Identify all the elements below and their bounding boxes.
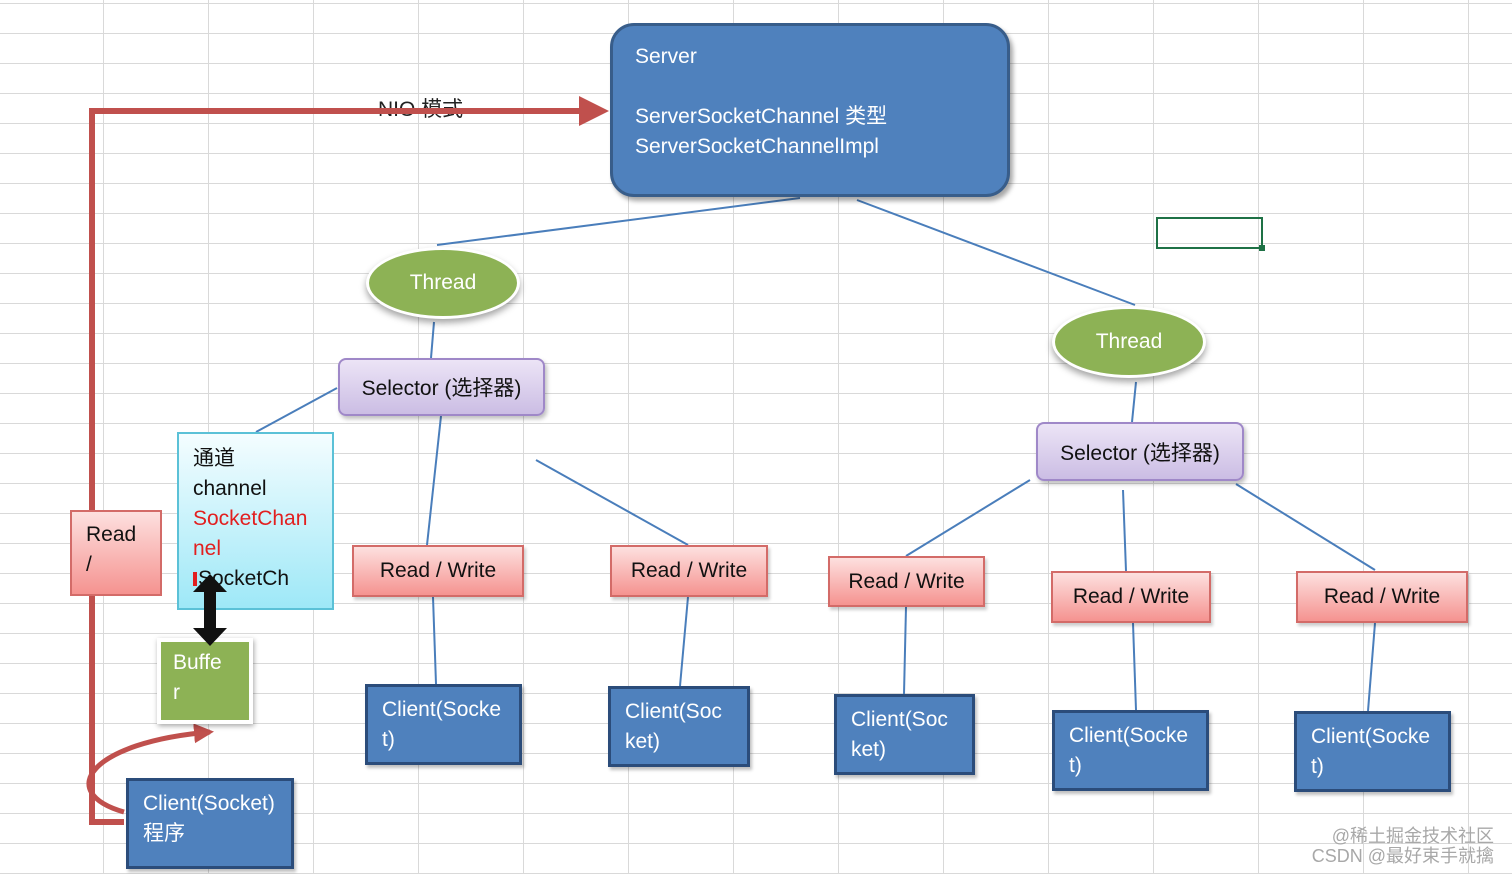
- cell-fill-handle[interactable]: [1259, 245, 1265, 251]
- server-title: Server: [635, 45, 697, 68]
- read-write-2-label: Read / Write: [630, 559, 748, 582]
- link-selector-rw-5: [1235, 483, 1376, 571]
- link-server-thread-left: [436, 197, 801, 246]
- link-selector-channel: [255, 387, 338, 433]
- client-4-line1: Client(Socke: [1069, 724, 1189, 747]
- link-thread-selector-right: [1131, 381, 1137, 423]
- read-write-3[interactable]: Read / Write: [828, 556, 985, 607]
- thread-right[interactable]: Thread: [1052, 306, 1206, 378]
- client-1-line2: t): [382, 728, 395, 751]
- client-5-line2: t): [1311, 755, 1324, 778]
- client-5-line1: Client(Socke: [1311, 725, 1431, 748]
- read-write-2[interactable]: Read / Write: [610, 545, 768, 597]
- watermark-line2: CSDN @最好束手就擒: [1311, 846, 1494, 866]
- read-write-5[interactable]: Read / Write: [1296, 571, 1468, 623]
- read-box-partial[interactable]: Read /: [70, 510, 162, 596]
- server-box[interactable]: Server ServerSocketChannel 类型 ServerSock…: [610, 23, 1010, 197]
- buffer-line2: r: [173, 681, 180, 704]
- client-socket-2[interactable]: Client(Soc ket): [608, 686, 750, 767]
- link-rw-client-3: [903, 606, 907, 695]
- read-write-1-label: Read / Write: [379, 559, 497, 582]
- read-box-line1: Read: [86, 523, 137, 546]
- read-write-4-label: Read / Write: [1072, 585, 1190, 608]
- link-server-thread-right: [856, 199, 1136, 306]
- link-rw-client-5: [1367, 622, 1376, 712]
- program-client-line1: Client(Socket): [143, 792, 275, 815]
- buffer-line1: Buffe: [173, 651, 222, 674]
- client-4-line2: t): [1069, 754, 1082, 777]
- watermark-line1: @稀土掘金技术社区: [1331, 826, 1494, 846]
- selector-right[interactable]: Selector (选择器): [1036, 422, 1244, 481]
- client-socket-5[interactable]: Client(Socke t): [1294, 711, 1451, 792]
- client-2-line1: Client(Soc: [625, 700, 722, 723]
- bidirectional-arrow-icon: [193, 574, 227, 646]
- selected-cell[interactable]: [1156, 217, 1263, 249]
- selector-right-label: Selector (选择器): [1060, 441, 1220, 465]
- link-rw-client-4: [1132, 622, 1137, 711]
- link-rw-client-2: [679, 596, 689, 687]
- client-3-line2: ket): [851, 738, 887, 761]
- client-socket-3[interactable]: Client(Soc ket): [834, 694, 975, 775]
- read-box-line2: /: [86, 553, 92, 576]
- client-socket-program[interactable]: Client(Socket) 程序: [126, 778, 294, 869]
- read-write-1[interactable]: Read / Write: [352, 545, 524, 597]
- thread-left-label: Thread: [409, 271, 477, 294]
- watermark: @稀土掘金技术社区 CSDN @最好束手就擒: [1312, 826, 1494, 866]
- link-selector-rw-1: [426, 415, 442, 546]
- link-selector-rw-2: [535, 459, 689, 546]
- link-selector-rw-3: [905, 479, 1031, 557]
- read-write-5-label: Read / Write: [1323, 585, 1441, 608]
- channel-socketchannel-line2: nel: [193, 537, 222, 560]
- read-write-4[interactable]: Read / Write: [1051, 571, 1211, 623]
- client-socket-1[interactable]: Client(Socke t): [365, 684, 522, 765]
- channel-socketchannel-line1: SocketChan: [193, 507, 308, 530]
- read-write-3-label: Read / Write: [848, 569, 965, 593]
- client-socket-4[interactable]: Client(Socke t): [1052, 710, 1209, 791]
- server-channel-impl: ServerSocketChannelImpl: [635, 135, 879, 158]
- client-1-line1: Client(Socke: [382, 698, 502, 721]
- server-spacer: [635, 72, 985, 102]
- thread-left[interactable]: Thread: [366, 247, 520, 319]
- link-rw-client-1: [432, 596, 437, 685]
- thread-right-label: Thread: [1095, 330, 1163, 353]
- client-3-line1: Client(Soc: [851, 708, 948, 731]
- channel-title: 通道: [193, 447, 235, 470]
- link-selector-rw-4: [1122, 489, 1127, 572]
- link-thread-selector-left: [430, 321, 435, 359]
- selector-left[interactable]: Selector (选择器): [338, 358, 545, 416]
- nio-mode-label: NIO 模式: [378, 98, 464, 121]
- channel-label: channel: [193, 477, 267, 500]
- program-client-line2: 程序: [143, 822, 185, 845]
- client-2-line2: ket): [625, 730, 661, 753]
- server-channel-type: ServerSocketChannel 类型: [635, 105, 888, 128]
- buffer-box[interactable]: Buffe r: [157, 638, 253, 724]
- selector-left-label: Selector (选择器): [361, 377, 522, 400]
